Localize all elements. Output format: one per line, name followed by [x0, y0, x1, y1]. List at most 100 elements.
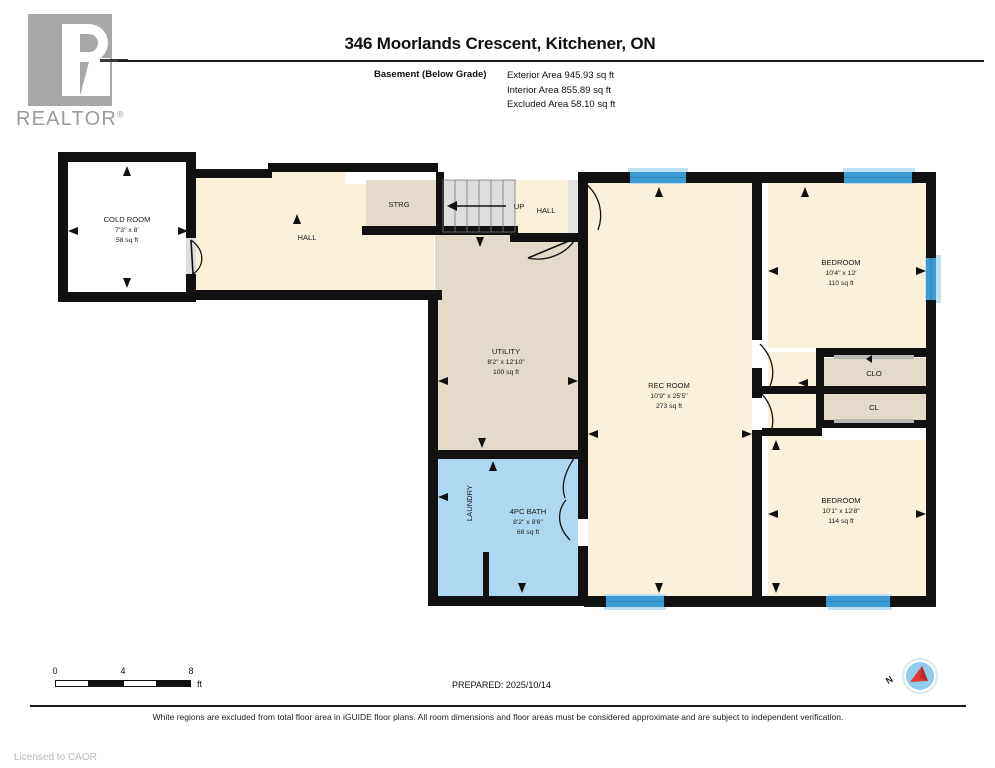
interior-area: Interior Area 855.89 sq ft [507, 84, 612, 96]
wall-rec-top-a [584, 172, 630, 183]
scale-tick-4: 4 [120, 666, 126, 676]
label-bath-dims: 8'2" x 8'6" [513, 519, 543, 526]
level-label: Basement (Below Grade) [374, 69, 487, 80]
wall-hallstair-bottom [510, 233, 588, 242]
excluded-area: Excluded Area 58.10 sq ft [507, 99, 616, 110]
wall-hall-bottom [196, 290, 442, 300]
wall-utility-right-upper [578, 242, 588, 372]
wall-bath-right-upper [578, 455, 588, 519]
label-closet-2: CL [869, 403, 879, 412]
room-fill-cold-room [66, 159, 190, 295]
walls-group [58, 152, 936, 607]
label-hall-main: HALL [298, 233, 317, 242]
label-bedroom-2-name: BEDROOM [821, 496, 860, 505]
wall-utility-right-lower [578, 396, 588, 458]
wall-hall-left-jamb [186, 238, 196, 274]
scale-tick-8: 8 [188, 666, 194, 676]
label-bath-area: 68 sq ft [517, 529, 539, 536]
wall-rec-bottom-a [584, 596, 606, 607]
label-bedroom-1-area: 110 sq ft [828, 280, 854, 287]
realtor-word: REALTOR [16, 108, 118, 130]
realtor-logo: REALTOR® [12, 14, 128, 132]
room-fill-bath-laundry [435, 455, 578, 598]
label-laundry: LAUNDRY [465, 485, 474, 521]
room-fill-hall-stair [515, 180, 578, 237]
wall-hall-top-a [196, 169, 272, 178]
wall-utility-bottom [428, 450, 580, 459]
wall-east-bottom-a [762, 596, 826, 607]
wall-east-top-a [762, 172, 844, 183]
wall-strg-bottom [362, 226, 444, 235]
label-closet-1: CLO [866, 369, 882, 378]
label-rec-room-dims: 10'9" x 25'5" [650, 393, 688, 400]
licensed-to-label: Licensed to CAOR [14, 752, 97, 763]
registered-mark: ® [117, 109, 125, 120]
label-hall-stair: HALL [537, 206, 556, 215]
wall-cold-bottom [58, 292, 196, 302]
closet-door-lines [834, 355, 914, 423]
wall-closet-mid [762, 386, 928, 394]
scale-segment-3 [123, 680, 157, 687]
wall-closet-bottom [816, 420, 928, 428]
wall-east-right-mid [926, 300, 936, 606]
scale-segment-1 [55, 680, 89, 687]
label-rec-room-area: 273 sq ft [656, 403, 682, 410]
wall-cold-top [58, 152, 196, 162]
door-rec-bedroom2 [759, 391, 774, 435]
label-bath-name: 4PC BATH [510, 507, 547, 516]
wall-hallstair-right [578, 172, 588, 234]
label-cold-room-name: COLD ROOM [104, 215, 151, 224]
wall-east-top-b [912, 172, 936, 183]
wall-bath-right-lower [578, 546, 588, 604]
stair-up-label: UP [514, 202, 525, 211]
wall-bath-left [428, 455, 438, 605]
label-bedroom-2-area: 114 sq ft [828, 518, 854, 525]
door-hall-stair [527, 237, 577, 260]
scale-segment-2 [89, 680, 123, 687]
wall-cold-right-lower [186, 272, 196, 302]
hall-stair-door-pad [568, 180, 580, 237]
compass-rose: N [884, 657, 944, 695]
page-title: 346 Moorlands Crescent, Kitchener, ON [344, 34, 656, 53]
wall-rec-right-mid [752, 368, 762, 398]
door-cold-room [190, 239, 203, 275]
scale-unit-label: ft [197, 679, 203, 689]
header-divider [118, 60, 984, 62]
label-cold-room-dims: 7'3" x 8' [115, 227, 139, 234]
wall-bedroom2-top [762, 428, 822, 436]
realtor-logo-mark [28, 14, 112, 106]
room-fill-utility [435, 233, 578, 453]
room-fill-closet-1 [822, 358, 926, 388]
label-bedroom-1-dims: 10'4" x 12' [825, 270, 856, 277]
wall-stair-bottom [436, 226, 518, 235]
wall-rec-left-mid [578, 370, 588, 398]
wall-bedroom1-bottom [820, 348, 930, 357]
exterior-area: Exterior Area 945.93 sq ft [507, 70, 615, 81]
wall-rec-bottom-b [664, 596, 768, 607]
wall-cold-right-upper [186, 152, 196, 240]
footer-divider [30, 705, 966, 707]
stair-up-arrow-head [447, 201, 457, 211]
room-labels: COLD ROOM 7'3" x 8' 58 sq ft HALL STRG H… [104, 200, 882, 536]
view-direction-arrows [68, 166, 926, 593]
label-bedroom-1-name: BEDROOM [821, 258, 860, 267]
wall-east-right-upper [926, 172, 936, 258]
wall-rec-right-upper [752, 172, 762, 340]
door-bath-1 [562, 454, 577, 499]
bath-partition-stub [483, 552, 489, 598]
realtor-logo-text: REALTOR® [16, 108, 125, 131]
area-summary: Exterior Area 945.93 sq ft Interior Area… [507, 69, 615, 113]
staircase: UP [442, 179, 525, 233]
wall-utility-left [428, 290, 438, 458]
wall-hall-top-step [268, 163, 348, 172]
wall-hall-top-b [340, 163, 438, 172]
wall-cold-left [58, 152, 68, 302]
prepared-date: PREPARED: 2025/10/14 [452, 680, 551, 690]
windows-group [606, 172, 936, 607]
scale-tick-0: 0 [52, 666, 58, 676]
label-cold-room-area: 58 sq ft [116, 237, 138, 244]
label-utility-name: UTILITY [492, 347, 520, 356]
disclaimer-text: White regions are excluded from total fl… [152, 712, 844, 722]
